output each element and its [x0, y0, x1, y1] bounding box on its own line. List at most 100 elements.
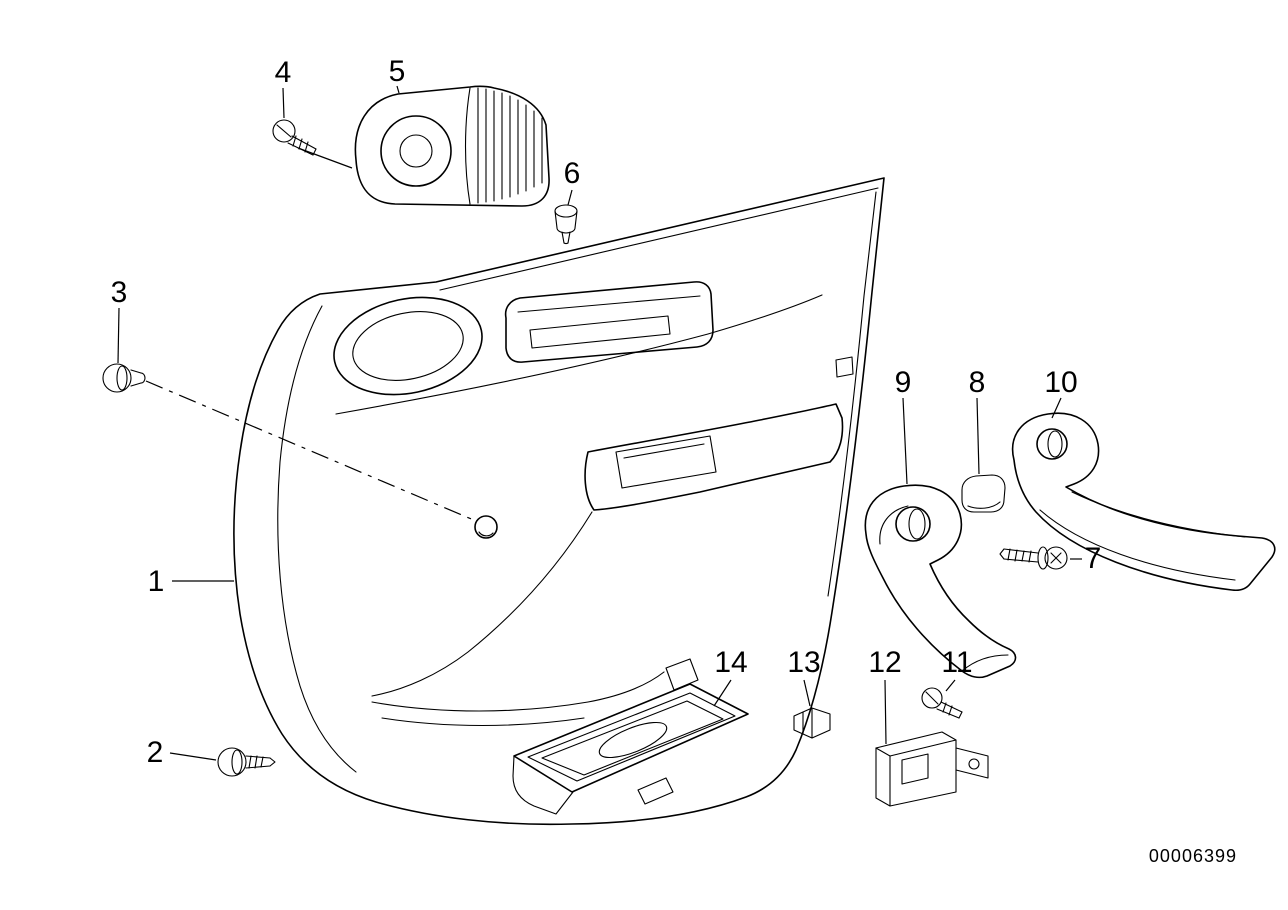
part-13-clip [793, 707, 831, 739]
tray-floor [541, 700, 724, 776]
door-pull-recess [504, 281, 714, 363]
clip-side-left [554, 210, 558, 229]
clip-stem-right [567, 231, 571, 244]
window-sill-line [439, 187, 879, 291]
callout-14-leader [713, 679, 732, 707]
callout-5: 5 [389, 55, 406, 88]
screw-head [1044, 546, 1068, 570]
bracket-flange-hole [968, 758, 980, 770]
thread-tick [254, 755, 258, 769]
bracket-right-flange [955, 747, 989, 779]
clip-side-right [574, 210, 578, 229]
part-11-screw [921, 687, 963, 719]
pull-recess-slot [529, 315, 671, 349]
pull-rear-grip-line-2 [1039, 509, 1236, 581]
pull-recess-outline [504, 281, 714, 363]
lower-panel-contour [371, 511, 593, 697]
screw-tip [958, 711, 963, 719]
callout-4-leader [282, 87, 285, 119]
thread-tick [1028, 550, 1032, 563]
screw-shank-bottom [245, 765, 271, 769]
part-2-screw [217, 747, 276, 777]
screw-head-dome [231, 749, 243, 775]
part-10-door-pull-rear [1011, 412, 1276, 592]
callout-11: 11 [941, 646, 972, 679]
clip-stem-left [561, 231, 565, 244]
callout-6: 6 [564, 157, 581, 190]
thread-tick [248, 755, 252, 769]
callout-10-leader [1051, 397, 1062, 419]
tray-outer-rim [513, 683, 749, 793]
screw-tip [999, 548, 1005, 560]
plug-dome [116, 365, 128, 391]
screw-slot [925, 691, 939, 705]
housing-hole-inner [399, 134, 433, 168]
armrest-outline [584, 403, 844, 511]
armrest-area [584, 403, 844, 511]
bracket-top-edge [875, 747, 891, 757]
part-7-screw [999, 546, 1068, 570]
cap-inner-line [967, 501, 1001, 509]
map-pocket-lip-line [381, 717, 585, 727]
callout-12: 12 [868, 646, 901, 679]
door-trim-panel [233, 177, 885, 826]
thread-tick [942, 702, 947, 713]
washer [1037, 546, 1049, 570]
part-14-storage-tray [512, 658, 749, 815]
tray-bottom-tab [637, 777, 674, 805]
callout-8-leader [976, 397, 980, 475]
screw-tip [269, 757, 276, 767]
callout-8: 8 [969, 366, 986, 399]
thread-tick [1007, 548, 1011, 561]
plug-flange-bottom [130, 382, 142, 387]
screw-head [921, 687, 943, 709]
callout-2: 2 [147, 736, 164, 769]
callout-2-leader [169, 752, 217, 761]
thread-tick [948, 705, 953, 716]
thread-tick [260, 756, 264, 768]
pull-front-hole-depth [908, 508, 926, 540]
housing-cylinder-left-edge [464, 87, 471, 205]
callout-12-leader [884, 679, 887, 745]
callout-3-leader [117, 307, 120, 364]
callout-4: 4 [275, 56, 292, 89]
callout-5-leader [396, 85, 400, 94]
callout-13: 13 [787, 646, 820, 679]
pull-front-foot-line [961, 654, 1009, 672]
pull-rear-screw-hole [1036, 428, 1068, 460]
bracket-top-edge-2 [889, 739, 957, 757]
part-5-tweeter-housing [354, 85, 550, 207]
tray-floor-hole [598, 721, 668, 759]
callout-9: 9 [895, 366, 912, 399]
plug-flange-top [130, 369, 142, 374]
pull-rear-grip-line-1 [1071, 491, 1246, 538]
pull-rear-hole-depth [1047, 430, 1063, 458]
leader-lines [117, 85, 1082, 761]
clip-top [554, 204, 578, 218]
tray-inner-rim [527, 692, 736, 782]
tray-latch [665, 658, 699, 691]
part-4-screw [272, 119, 317, 156]
plug-face [102, 363, 132, 393]
plug-centerline [145, 380, 477, 522]
speaker-inner-ring [352, 311, 464, 381]
head-cross-2 [1050, 552, 1062, 564]
plug-flange-edge [140, 372, 146, 384]
lock-knob-grommet [835, 356, 854, 378]
screw-4-pointer [297, 147, 353, 169]
callout-9-leader [902, 397, 908, 485]
clip-stem-tip [563, 242, 569, 245]
housing-outline [354, 85, 550, 207]
callout-labels: 1 2 3 4 5 6 7 8 9 10 11 12 13 14 [111, 55, 1102, 769]
map-pocket-top-line [371, 671, 665, 712]
speaker-oval [333, 296, 483, 396]
pull-front-screw-hole [895, 506, 931, 542]
callout-7: 7 [1085, 542, 1102, 575]
pull-recess-inner-line [517, 295, 701, 313]
screw-shank-bottom [1003, 558, 1039, 563]
door-panel-outline [233, 177, 885, 826]
part-3-plug [102, 363, 146, 393]
bracket-body [875, 731, 957, 807]
armrest-recess-inner-line [623, 443, 705, 459]
